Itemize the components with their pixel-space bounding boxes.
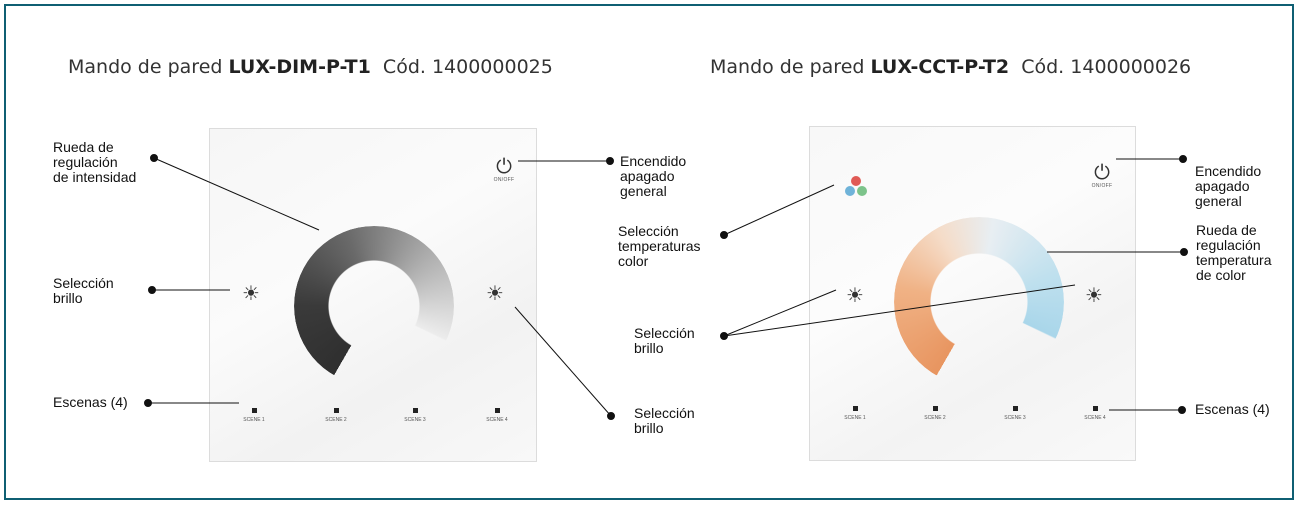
callout-lines [144,154,1188,420]
callout-line-color-temp [723,184,835,236]
power-button-right[interactable]: ⏻ ON/OFF [1082,161,1122,189]
label-brightness-cct: Selección brillo [634,325,695,356]
tricolor-dots-icon[interactable] [844,175,868,199]
sun-icon[interactable]: ☀ [846,283,864,307]
diagram-frame: Mando de pared LUX-DIM-P-T1 Cód. 1400000… [4,4,1294,500]
scene-button-3[interactable]: SCENE 3 [390,408,440,423]
sun-icon[interactable]: ☀ [242,281,260,305]
callout-line-brightness-b [723,284,1076,337]
callout-line-brightness-a [723,289,837,337]
callout-line-wheel-left [153,157,320,231]
sun-icon[interactable]: ☀ [486,281,504,305]
label-wheel-right: Rueda de regulación temperatura de color [1196,222,1272,283]
callout-dot [1179,155,1187,163]
label-brightness-right: Selección brillo [634,405,695,436]
panel-cct: ⏻ ON/OFF ☀ ☀ SCENE 1 SCENE 2 SCENE 3 SCE… [809,126,1136,461]
scene-button-2[interactable]: SCENE 2 [910,406,960,421]
label-scenes-right: Escenas (4) [1195,401,1270,417]
dimming-wheel[interactable] [294,226,454,386]
title-right-prefix: Mando de pared [710,56,871,78]
power-icon: ⏻ [496,154,512,178]
label-brightness-left: Selección brillo [53,275,114,306]
title-left: Mando de pared LUX-DIM-P-T1 Cód. 1400000… [68,56,553,78]
callout-dot [607,412,615,420]
power-label-left: ON/OFF [493,177,515,183]
callout-dot [1180,248,1188,256]
power-icon: ⏻ [1094,160,1110,184]
power-label-right: ON/OFF [1091,183,1113,189]
title-right-model: LUX-CCT-P-T2 [870,56,1010,78]
callout-dot [720,231,728,239]
callout-line-brightness-right [514,306,612,417]
scene-button-2[interactable]: SCENE 2 [311,408,361,423]
title-right-code: Cód. 1400000026 [1021,56,1192,78]
title-left-prefix: Mando de pared [68,56,229,78]
title-left-code: Cód. 1400000025 [382,56,553,78]
label-wheel-left: Rueda de regulación de intensidad [53,139,137,185]
power-button-left[interactable]: ⏻ ON/OFF [484,155,524,183]
sun-icon[interactable]: ☀ [1085,283,1103,307]
callout-dot [148,286,156,294]
callout-dot [720,332,728,340]
callout-dot [150,154,158,162]
scene-button-3[interactable]: SCENE 3 [990,406,1040,421]
label-scenes-left: Escenas (4) [53,394,128,410]
title-left-model: LUX-DIM-P-T1 [228,56,371,78]
callout-dot [144,399,152,407]
label-power-right: Encendido apagado general [1195,163,1262,209]
label-power-left: Encendido apagado general [620,153,687,199]
scene-button-1[interactable]: SCENE 1 [229,408,279,423]
panel-dim: ⏻ ON/OFF ☀ ☀ SCENE 1 SCENE 2 SCENE 3 SCE… [209,128,537,462]
callout-dot [1178,406,1186,414]
title-right: Mando de pared LUX-CCT-P-T2 Cód. 1400000… [710,56,1191,78]
scene-button-4[interactable]: SCENE 4 [472,408,522,423]
color-temperature-wheel[interactable] [894,217,1064,387]
scene-button-1[interactable]: SCENE 1 [830,406,880,421]
label-color-temp: Selección temperaturas color [618,223,701,269]
scene-button-4[interactable]: SCENE 4 [1070,406,1120,421]
callout-dot [606,157,614,165]
